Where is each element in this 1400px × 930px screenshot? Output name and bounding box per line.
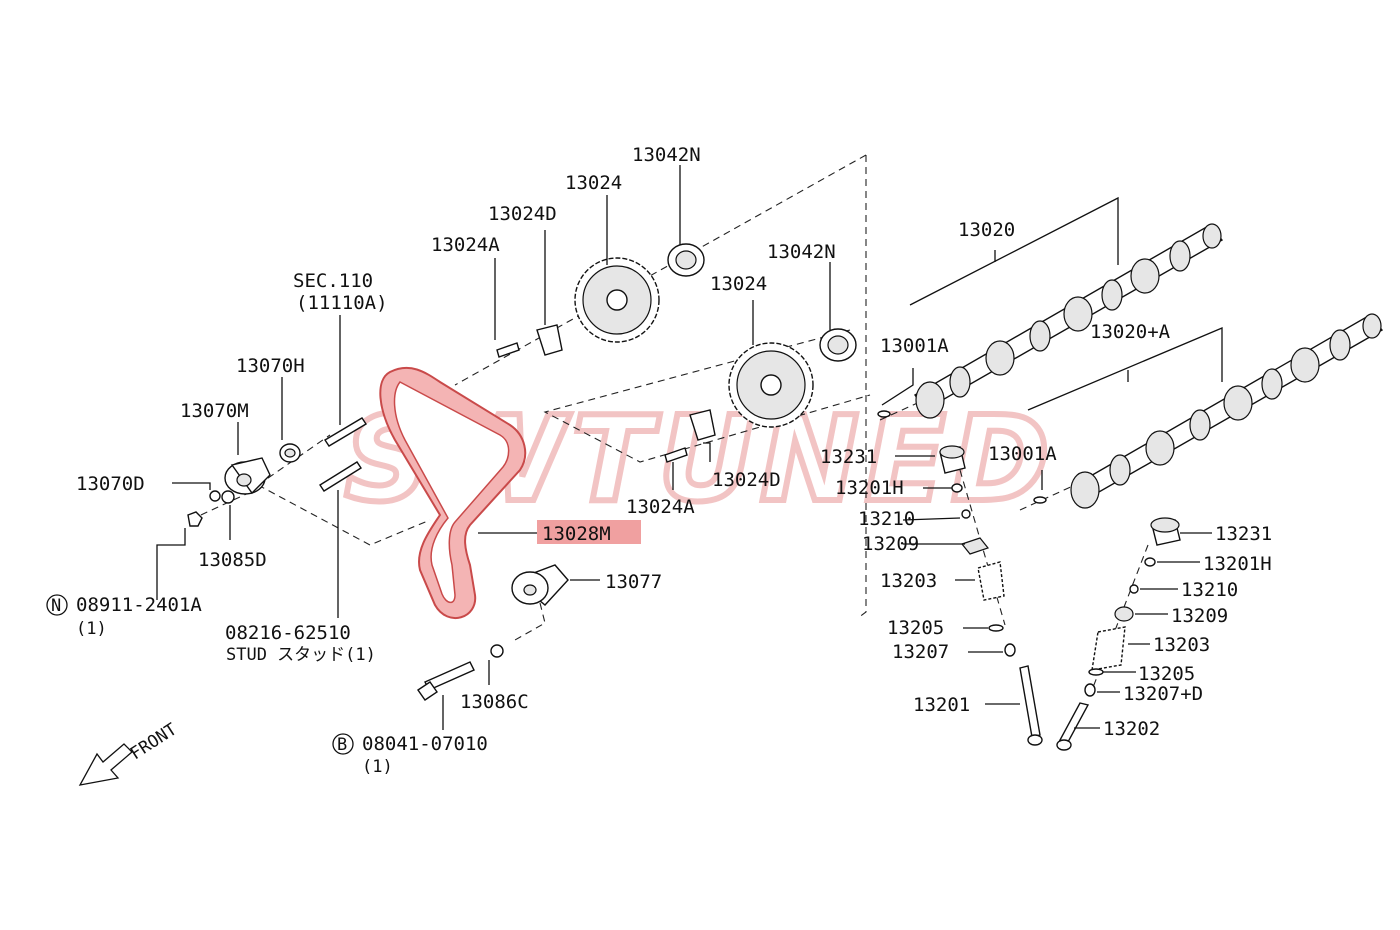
stud-lower: [319, 461, 362, 492]
label-13210-right: 13210: [1181, 579, 1238, 601]
front-arrow-icon: [78, 743, 133, 786]
idler-pulley-13077: [511, 564, 569, 606]
camshaft-sprocket-13024-lower: [728, 342, 814, 428]
label-13024A-upper: 13024A: [431, 234, 500, 256]
tensioner-pulley-13070M: [224, 457, 271, 495]
stud-upper: [324, 417, 367, 447]
nut-08911: [187, 511, 203, 527]
label-13205-right: 13205: [1138, 663, 1195, 685]
label-13210-left: 13210: [858, 508, 915, 530]
label-13020: 13020: [958, 219, 1015, 241]
label-13042N-lower: 13042N: [767, 241, 836, 263]
camshaft-sprocket-13024-upper: [574, 257, 660, 343]
label-13024-upper: 13024: [565, 172, 622, 194]
bolt-13024A-upper: [496, 342, 520, 358]
label-nut-qty: (1): [76, 619, 107, 639]
label-bolt-circle: B: [337, 735, 347, 755]
nut-circle-icon: [46, 594, 68, 616]
label-front: FRONT: [127, 720, 181, 765]
label-sec110-sub: (11110A): [296, 292, 388, 314]
bolt-08041: [417, 661, 475, 701]
label-13231-right: 13231: [1215, 523, 1272, 545]
label-13209-left: 13209: [862, 533, 919, 555]
label-13201H-right: 13201H: [1203, 553, 1272, 575]
label-nut-part: 08911-2401A: [76, 594, 202, 616]
label-bolt-qty: (1): [362, 757, 393, 777]
label-13070M: 13070M: [180, 400, 249, 422]
label-13231-left: 13231: [820, 446, 877, 468]
label-13077: 13077: [605, 571, 662, 593]
label-13085D: 13085D: [198, 549, 267, 571]
label-sec110: SEC.110: [293, 270, 373, 292]
label-13207-left: 13207: [892, 641, 949, 663]
spring-13070D: [209, 490, 221, 502]
label-13201H-left: 13201H: [835, 477, 904, 499]
label-13024-lower: 13024: [710, 273, 767, 295]
label-13024D-upper: 13024D: [488, 203, 557, 225]
washer-13085D: [221, 490, 235, 504]
leader-lines: [156, 165, 1223, 730]
label-13028M: 13028M: [542, 523, 611, 545]
valve-train-right: [1056, 517, 1181, 751]
label-13070D: 13070D: [76, 473, 145, 495]
label-13086C: 13086C: [460, 691, 529, 713]
bolt-circle-icon: [332, 733, 354, 755]
part-labels: 13042N 13024 13024D 13024A SEC.110 (1111…: [46, 144, 1272, 777]
label-13024D-lower: 13024D: [712, 469, 781, 491]
camshaft-13020-a: [1070, 313, 1384, 509]
plate-13024D-upper: [536, 324, 563, 356]
dowel-pins: [877, 410, 1047, 504]
label-13001A-lower: 13001A: [988, 443, 1057, 465]
oil-seal-13042N-upper: [667, 243, 705, 277]
label-13020A: 13020+A: [1090, 321, 1171, 343]
label-13070H: 13070H: [236, 355, 305, 377]
camshaft-13020: [914, 223, 1224, 419]
highlight-13028M: [537, 520, 641, 544]
label-13201-left: 13201: [913, 694, 970, 716]
plate-13024D-lower: [689, 409, 716, 441]
oil-seal-13042N-lower: [819, 328, 857, 362]
label-stud-part: 08216-62510: [225, 622, 351, 644]
label-13024A-lower: 13024A: [626, 496, 695, 518]
label-stud-desc: STUD スタッド(1): [226, 645, 376, 665]
label-13202-right: 13202: [1103, 718, 1160, 740]
label-13001A-upper: 13001A: [880, 335, 949, 357]
washer-13086C: [490, 644, 504, 658]
label-13205-left: 13205: [887, 617, 944, 639]
label-nut-circle: N: [51, 596, 61, 616]
label-13209-right: 13209: [1171, 605, 1228, 627]
label-13203-left: 13203: [880, 570, 937, 592]
label-13207D-right: 13207+D: [1123, 683, 1203, 705]
timing-belt-13028M: [379, 366, 527, 620]
label-13203-right: 13203: [1153, 634, 1210, 656]
bolt-13024A-lower: [664, 447, 688, 463]
label-13042N-upper: 13042N: [632, 144, 701, 166]
label-bolt-part: 08041-07010: [362, 733, 488, 755]
spacer-13070H: [279, 443, 301, 463]
valve-train-left: [939, 445, 1043, 746]
